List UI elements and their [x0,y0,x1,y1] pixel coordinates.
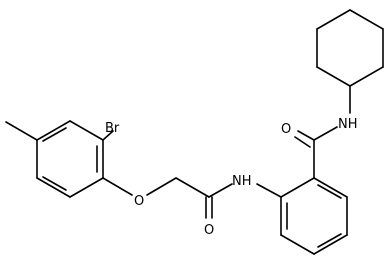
bromomethylphenyl-ring [36,120,104,198]
amide1-nh-label: NH [232,174,252,189]
benzamide-ring [280,177,348,255]
ether-oxygen-label: O [134,194,144,209]
amide2-nh-label: NH [338,117,358,132]
amide2-c-o-bond-2 [294,136,311,148]
c-br-bond [102,130,114,141]
ch2-carbonyl-bond [175,177,210,198]
cyclohexyl-ring [316,9,384,87]
amide2-c-n-bond [313,126,338,141]
amide1-c-n-bond [208,183,233,198]
amide2-oxygen-label: O [281,122,291,137]
amide1-oxygen-label: O [204,223,214,238]
bromine-atom-label: Br [105,121,120,136]
n-aryl-bond [256,183,282,198]
o-ch2-bond [146,177,177,196]
amide2-c-o-bond [297,130,315,141]
methyl-bond [5,121,38,141]
aryl-o-bond [102,177,133,196]
